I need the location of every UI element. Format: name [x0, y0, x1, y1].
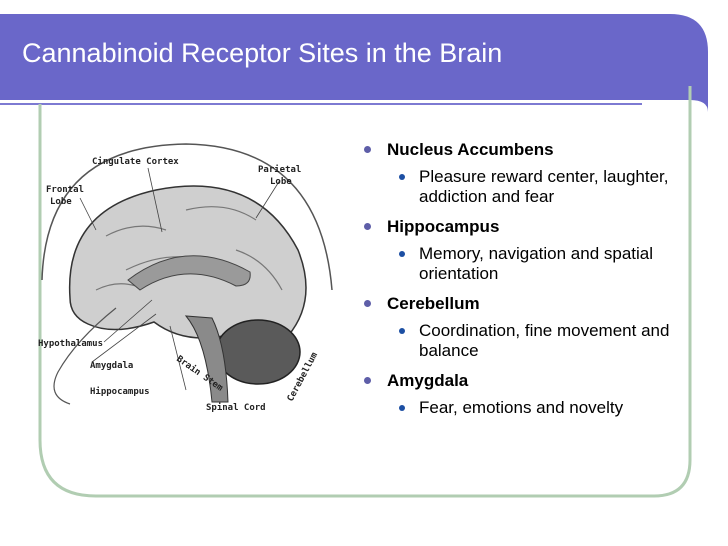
bullet-list: Nucleus Accumbens Pleasure reward center…: [362, 140, 692, 428]
corpus-callosum: [127, 255, 251, 291]
brain-diagram: Cingulate Cortex Parietal Lobe Frontal L…: [38, 143, 333, 413]
bullet-item: Hippocampus Memory, navigation and spati…: [362, 217, 692, 284]
description-text: Fear, emotions and novelty: [419, 398, 624, 417]
outer-arc: [41, 143, 333, 291]
bullet-item: Cerebellum Coordination, fine movement a…: [362, 294, 692, 361]
bullet-description: Memory, navigation and spatial orientati…: [387, 244, 692, 284]
description-text: Pleasure reward center, laughter, addict…: [419, 167, 669, 206]
nerve-line: [53, 307, 117, 405]
bullet-title: Amygdala: [387, 371, 469, 390]
sub-bullet-dot-icon: [399, 251, 405, 257]
label-parietal: Parietal: [258, 164, 301, 175]
bullet-dot-icon: [364, 146, 371, 153]
bullet-description: Coordination, fine movement and balance: [387, 321, 692, 361]
label-hippocampus: Hippocampus: [90, 386, 150, 397]
cerebellum-shape: [215, 319, 301, 385]
label-hypothalamus: Hypothalamus: [38, 339, 103, 349]
gyri-lines: [95, 206, 283, 291]
brain-stem-shape: [184, 315, 229, 403]
header-bar: [0, 14, 708, 112]
label-amygdala: Amygdala: [90, 361, 133, 371]
label-frontal-lobe: Lobe: [50, 197, 72, 207]
bullet-dot-icon: [364, 377, 371, 384]
bullet-title: Hippocampus: [387, 217, 500, 236]
sub-bullet-dot-icon: [399, 405, 405, 411]
bullet-title: Cerebellum: [387, 294, 480, 313]
bullet-description: Pleasure reward center, laughter, addict…: [387, 167, 692, 207]
content-border: [38, 86, 692, 498]
bullet-description: Fear, emotions and novelty: [387, 398, 692, 418]
bullet-item: Nucleus Accumbens Pleasure reward center…: [362, 140, 692, 207]
description-text: Memory, navigation and spatial orientati…: [419, 244, 654, 283]
slide-title: Cannabinoid Receptor Sites in the Brain: [22, 38, 503, 68]
bullet-title: Nucleus Accumbens: [387, 140, 554, 159]
bullet-dot-icon: [364, 300, 371, 307]
bullet-item: Amygdala Fear, emotions and novelty: [362, 371, 692, 418]
description-text: Coordination, fine movement and balance: [419, 321, 670, 360]
label-frontal: Frontal: [46, 185, 84, 195]
leader-lines: [79, 167, 281, 391]
label-spinal-cord: Spinal Cord: [206, 402, 266, 413]
bullet-dot-icon: [364, 223, 371, 230]
sub-bullet-dot-icon: [399, 174, 405, 180]
label-parietal-lobe: Lobe: [270, 177, 292, 187]
label-cingulate-cortex: Cingulate Cortex: [92, 156, 179, 167]
sub-bullet-dot-icon: [399, 328, 405, 334]
